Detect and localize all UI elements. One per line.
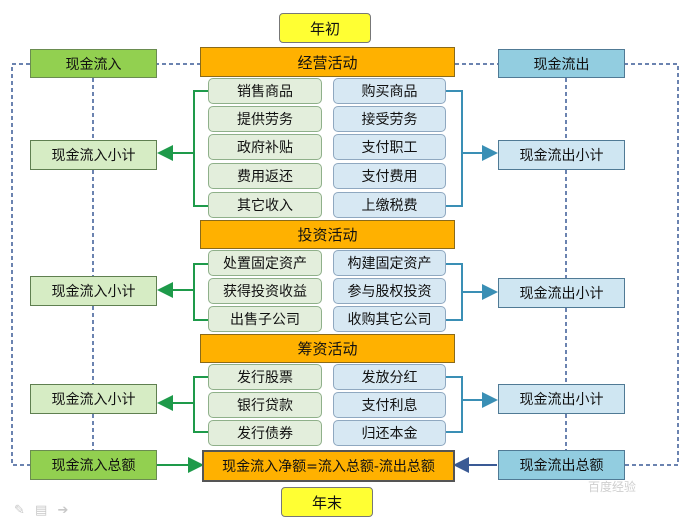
outflow-subtotal-financing: 现金流出小计 (498, 384, 625, 414)
pen-icon[interactable]: ✎ (14, 503, 25, 518)
operating-outflow-item: 支付职工 (333, 134, 446, 160)
outflow-header: 现金流出 (498, 49, 625, 78)
investing-inflow-item: 处置固定资产 (208, 250, 322, 276)
investing-outflow-item: 构建固定资产 (333, 250, 446, 276)
operating-outflow-item: 接受劳务 (333, 106, 446, 132)
operating-inflow-item: 费用返还 (208, 163, 322, 189)
investing-inflow-item: 出售子公司 (208, 306, 322, 332)
operating-activities-header: 经营活动 (200, 47, 455, 77)
inflow-subtotal-operating: 现金流入小计 (30, 140, 157, 170)
left-dashed-bracket (11, 63, 30, 466)
outflow-subtotal-operating: 现金流出小计 (498, 140, 625, 170)
inflow-subtotal-financing: 现金流入小计 (30, 384, 157, 414)
year-start-label: 年初 (279, 13, 371, 43)
outflow-subtotal-investing: 现金流出小计 (498, 278, 625, 308)
financing-inflow-item: 发行债券 (208, 420, 322, 446)
investing-inflow-item: 获得投资收益 (208, 278, 322, 304)
menu-icon[interactable]: ▤ (35, 503, 48, 518)
financing-outflow-item: 发放分红 (333, 364, 446, 390)
operating-inflow-item: 政府补贴 (208, 134, 322, 160)
outflow-total: 现金流出总额 (498, 450, 625, 480)
financing-outflow-item: 支付利息 (333, 392, 446, 418)
slide-toolbar: ✎ ▤ ➔ (14, 503, 74, 518)
net-cash-formula: 现金流入净额=流入总额-流出总额 (202, 450, 455, 482)
investing-outflow-item: 收购其它公司 (333, 306, 446, 332)
investing-outflow-item: 参与股权投资 (333, 278, 446, 304)
operating-inflow-item: 其它收入 (208, 192, 322, 218)
operating-inflow-item: 提供劳务 (208, 106, 322, 132)
financing-outflow-item: 归还本金 (333, 420, 446, 446)
financing-inflow-item: 银行贷款 (208, 392, 322, 418)
investing-activities-header: 投资活动 (200, 220, 455, 249)
watermark: 百度经验 (588, 480, 637, 494)
inflow-subtotal-investing: 现金流入小计 (30, 276, 157, 306)
operating-inflow-item: 销售商品 (208, 78, 322, 104)
next-slide-icon[interactable]: ➔ (57, 503, 69, 518)
financing-inflow-item: 发行股票 (208, 364, 322, 390)
operating-outflow-item: 上缴税费 (333, 192, 446, 218)
inflow-total: 现金流入总额 (30, 450, 157, 480)
operating-outflow-item: 购买商品 (333, 78, 446, 104)
inflow-header: 现金流入 (30, 49, 157, 78)
financing-activities-header: 筹资活动 (200, 334, 455, 363)
operating-outflow-item: 支付费用 (333, 163, 446, 189)
year-end-label: 年末 (281, 487, 373, 517)
right-dashed-bracket (624, 63, 679, 466)
